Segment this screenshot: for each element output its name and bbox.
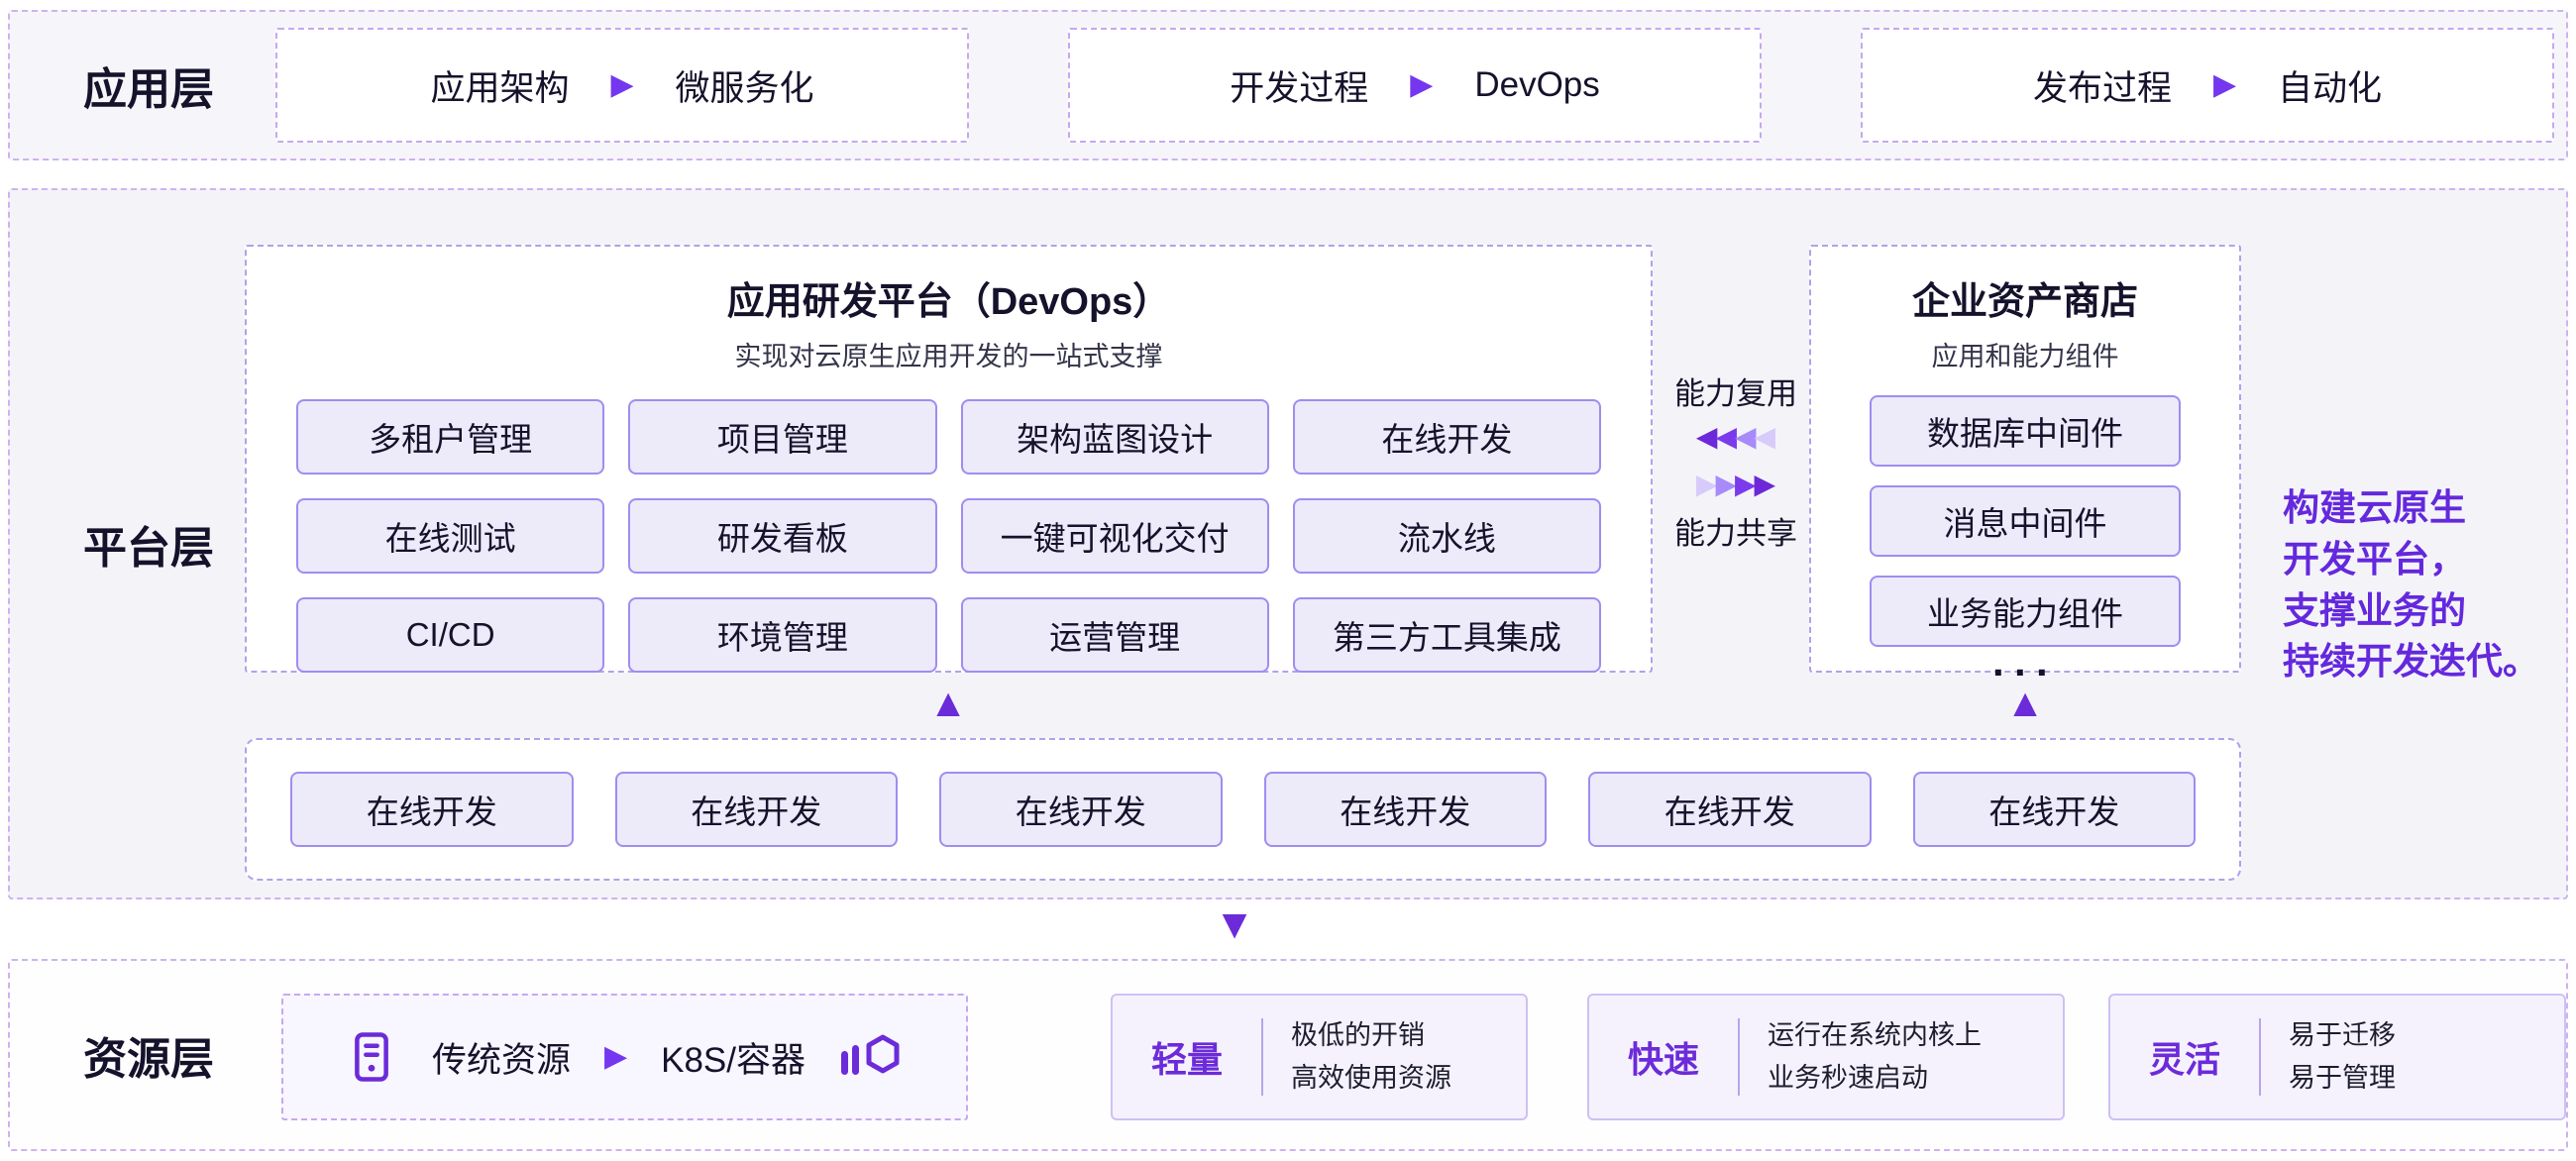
- capability-pill: 环境管理: [628, 597, 937, 673]
- triangle-down-icon: ▼: [1214, 900, 1255, 947]
- app-item-right-text: 自动化: [2278, 68, 2383, 108]
- resource-layer-label: 资源层: [83, 1035, 214, 1084]
- capability-pill: 运营管理: [960, 597, 1269, 673]
- triangle-left-icon: ◀: [1715, 421, 1737, 452]
- play-arrow-icon: ▶: [610, 68, 634, 101]
- application-layer-label: 应用层: [83, 65, 214, 114]
- feature-box-flexible: 灵活 易于迁移 易于管理: [2108, 994, 2566, 1120]
- platform-tagline: 构建云原生 开发平台， 支撑业务的 持续开发迭代。: [2283, 482, 2576, 687]
- feature-box-lightweight: 轻量 极低的开销 高效使用资源: [1111, 994, 1528, 1120]
- triangle-right-icon: ▶: [1695, 469, 1718, 499]
- triangle-right-icon: ▶: [1754, 469, 1776, 499]
- capability-pill: 在线开发: [1292, 399, 1601, 475]
- asset-store-subtitle: 应用和能力组件: [1931, 342, 2119, 371]
- resource-layer-band: 资源层 传统资源 ▶ K8S/容器 轻量 极低的开销 高效使用资源: [8, 959, 2568, 1151]
- online-dev-row: 在线开发 在线开发 在线开发 在线开发 在线开发 在线开发: [245, 738, 2241, 881]
- capability-pill: 流水线: [1292, 498, 1601, 574]
- capability-pill: 在线测试: [296, 498, 605, 574]
- online-dev-item: 在线开发: [1263, 772, 1547, 847]
- resource-migration-box: 传统资源 ▶ K8S/容器: [281, 994, 968, 1120]
- app-item-left-text: 发布过程: [2032, 68, 2172, 108]
- vertical-divider: [1261, 1018, 1263, 1096]
- devops-panel-subtitle: 实现对云原生应用开发的一站式支撑: [734, 342, 1163, 371]
- online-dev-item: 在线开发: [1912, 772, 2196, 847]
- triangle-left-icon: ◀: [1695, 421, 1718, 452]
- asset-store-panel: 企业资产商店 应用和能力组件 数据库中间件 消息中间件 业务能力组件 ···: [1809, 245, 2241, 695]
- migration-right-text: K8S/容器: [661, 1040, 805, 1080]
- online-dev-item: 在线开发: [614, 772, 898, 847]
- tagline-line: 持续开发迭代。: [2283, 641, 2539, 683]
- asset-item: 消息中间件: [1870, 485, 2181, 557]
- capability-pill: 多租户管理: [296, 399, 605, 475]
- online-dev-item: 在线开发: [1588, 772, 1872, 847]
- feature-title: 灵活: [2148, 1039, 2220, 1080]
- app-item-left-text: 应用架构: [430, 68, 570, 108]
- server-icon: [355, 1032, 388, 1082]
- container-icon: [840, 1034, 900, 1075]
- platform-layer-band: 平台层 应用研发平台（DevOps） 实现对云原生应用开发的一站式支撑 多租户管…: [8, 188, 2568, 899]
- platform-layer-label: 平台层: [83, 524, 214, 573]
- asset-item: 数据库中间件: [1870, 395, 2181, 467]
- app-item-release: 发布过程 ▶ 自动化: [1861, 28, 2554, 143]
- vertical-divider: [1738, 1018, 1740, 1096]
- devops-capability-grid: 多租户管理 项目管理 架构蓝图设计 在线开发 在线测试 研发看板 一键可视化交付…: [296, 399, 1601, 673]
- feature-description: 运行在系统内核上 业务秒速启动: [1740, 1014, 1982, 1100]
- app-item-devprocess: 开发过程 ▶ DevOps: [1068, 28, 1762, 143]
- feature-line: 易于迁移: [2289, 1019, 2396, 1050]
- asset-store-title: 企业资产商店: [1911, 281, 2138, 323]
- devops-panel-title: 应用研发平台（DevOps）: [726, 281, 1171, 323]
- vertical-divider: [2259, 1018, 2261, 1096]
- tagline-line: 构建云原生: [2283, 487, 2466, 528]
- arrows-right-icon: ▶ ▶ ▶ ▶: [1695, 469, 1776, 499]
- capability-pill: 架构蓝图设计: [960, 399, 1269, 475]
- online-dev-item: 在线开发: [290, 772, 574, 847]
- capability-pill: 第三方工具集成: [1292, 597, 1601, 673]
- triangle-up-icon: ▲: [2005, 682, 2045, 725]
- feature-line: 易于管理: [2289, 1063, 2396, 1093]
- triangle-up-icon: ▲: [928, 682, 968, 725]
- play-arrow-icon: ▶: [2212, 68, 2237, 101]
- feature-description: 易于迁移 易于管理: [2261, 1014, 2396, 1100]
- triangle-left-icon: ◀: [1735, 421, 1757, 452]
- feature-box-fast: 快速 运行在系统内核上 业务秒速启动: [1587, 994, 2065, 1120]
- feature-line: 业务秒速启动: [1768, 1063, 1928, 1093]
- capability-share-label: 能力共享: [1674, 516, 1797, 551]
- capability-flow-connector: 能力复用 ◀ ◀ ◀ ◀ ▶ ▶ ▶ ▶ 能力共享: [1657, 369, 1815, 553]
- app-item-left-text: 开发过程: [1230, 68, 1369, 108]
- app-item-architecture: 应用架构 ▶ 微服务化: [275, 28, 969, 143]
- arrows-left-icon: ◀ ◀ ◀ ◀: [1695, 421, 1776, 452]
- feature-line: 高效使用资源: [1291, 1063, 1451, 1093]
- capability-pill: 项目管理: [628, 399, 937, 475]
- asset-store-items: 数据库中间件 消息中间件 业务能力组件: [1870, 395, 2181, 647]
- feature-line: 极低的开销: [1291, 1019, 1425, 1050]
- asset-item: 业务能力组件: [1870, 576, 2181, 647]
- capability-pill: 研发看板: [628, 498, 937, 574]
- feature-line: 运行在系统内核上: [1768, 1019, 1982, 1050]
- play-arrow-icon: ▶: [604, 1040, 628, 1073]
- devops-platform-panel: 应用研发平台（DevOps） 实现对云原生应用开发的一站式支撑 多租户管理 项目…: [245, 245, 1653, 673]
- app-item-right-text: 微服务化: [675, 68, 814, 108]
- migration-left-text: 传统资源: [432, 1040, 572, 1080]
- feature-title: 快速: [1627, 1039, 1699, 1080]
- triangle-right-icon: ▶: [1715, 469, 1737, 499]
- capability-pill: 一键可视化交付: [960, 498, 1269, 574]
- feature-description: 极低的开销 高效使用资源: [1263, 1014, 1451, 1100]
- feature-title: 轻量: [1150, 1039, 1223, 1080]
- capability-reuse-label: 能力复用: [1674, 376, 1797, 411]
- triangle-left-icon: ◀: [1754, 421, 1776, 452]
- play-arrow-icon: ▶: [1410, 68, 1434, 101]
- ellipsis-icon: ···: [1992, 649, 2058, 695]
- app-item-right-text: DevOps: [1474, 65, 1600, 104]
- tagline-line: 支撑业务的: [2283, 589, 2466, 631]
- online-dev-item: 在线开发: [939, 772, 1223, 847]
- application-layer-items: 应用架构 ▶ 微服务化 开发过程 ▶ DevOps 发布过程 ▶ 自动化: [275, 28, 2554, 143]
- capability-pill: CI/CD: [296, 597, 605, 673]
- application-layer-band: 应用层 应用架构 ▶ 微服务化 开发过程 ▶ DevOps 发布过程 ▶ 自动化: [8, 10, 2568, 160]
- tagline-line: 开发平台，: [2283, 538, 2466, 580]
- triangle-right-icon: ▶: [1735, 469, 1757, 499]
